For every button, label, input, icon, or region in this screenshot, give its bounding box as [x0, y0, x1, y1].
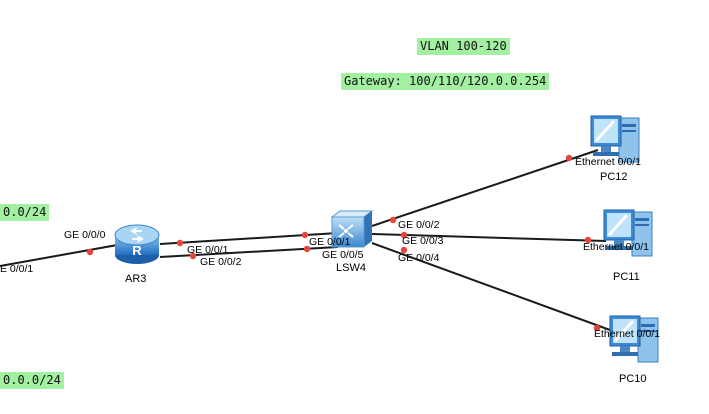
link-ar3-left	[0, 241, 135, 267]
port-dot	[400, 231, 408, 239]
port-label: Ethernet 0/0/1	[575, 156, 641, 168]
router-icon[interactable]: R	[112, 219, 162, 269]
pc-icon[interactable]	[585, 112, 645, 168]
pc-icon[interactable]	[598, 206, 658, 262]
port-dot	[86, 248, 94, 256]
port-label: GE 0/0/3	[402, 235, 444, 247]
pc-icon[interactable]	[604, 312, 664, 368]
device-label-pc11: PC11	[613, 271, 640, 283]
port-label: Ethernet 0/0/1	[594, 328, 660, 340]
port-dot	[584, 236, 592, 244]
link-lsw4-pc10	[371, 242, 611, 331]
port-dot	[389, 216, 397, 224]
port-label: GE 0/0/1	[309, 236, 351, 248]
port-label: GE 0/0/4	[398, 252, 440, 264]
port-label: GE 0/0/1	[187, 244, 229, 256]
port-label: GE 0/0/2	[200, 256, 242, 268]
port-dot	[176, 239, 184, 247]
vlan-note[interactable]: VLAN 100-120	[417, 38, 510, 55]
network-note-top[interactable]: 0.0/24	[0, 204, 50, 221]
port-dot	[303, 245, 311, 253]
device-label-ar3: AR3	[125, 273, 147, 285]
port-dot	[189, 252, 197, 260]
device-label-pc10: PC10	[619, 373, 647, 385]
port-label: GE 0/0/0	[64, 229, 106, 241]
port-dot	[565, 154, 573, 162]
link-lsw4-pc11	[371, 233, 607, 242]
port-label: GE 0/0/2	[398, 219, 440, 231]
port-label: Ethernet 0/0/1	[583, 241, 649, 253]
device-label-lsw4: LSW4	[336, 262, 366, 274]
device-label-pc12: PC12	[600, 171, 628, 183]
port-label: GE 0/0/5	[322, 249, 364, 261]
network-note-bottom[interactable]: 0.0.0/24	[0, 372, 64, 389]
port-label: E 0/0/1	[0, 263, 34, 275]
link-lsw4-pc12	[371, 149, 599, 227]
link-ar3-lsw4-1	[159, 232, 339, 245]
gateway-note[interactable]: Gateway: 100/110/120.0.0.254	[341, 73, 550, 90]
port-dot	[400, 246, 408, 254]
port-dot	[593, 324, 601, 332]
switch-icon[interactable]	[328, 209, 376, 255]
port-dot	[301, 231, 309, 239]
svg-text:R: R	[132, 243, 142, 258]
